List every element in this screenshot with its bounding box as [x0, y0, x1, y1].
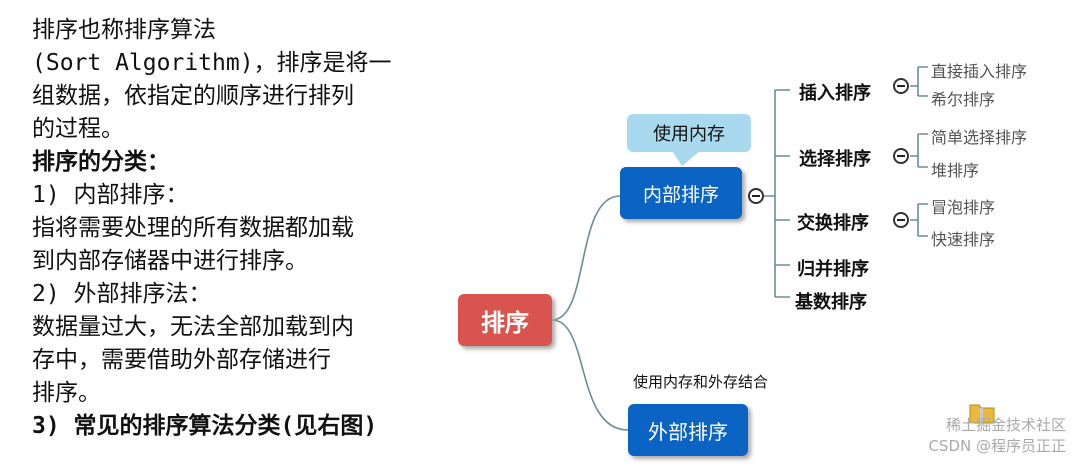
insertion-collapse-icon[interactable]: [893, 78, 909, 94]
connector-internal-categories: [758, 89, 790, 298]
internal-memory-callout: 使用内存: [627, 114, 751, 152]
external-sort-desc-1: 数据量过大，无法全部加载到内: [32, 314, 354, 340]
callout-pointer: [672, 151, 700, 166]
connector-insert-leaves: [910, 66, 928, 97]
connector-root-external: [551, 319, 629, 431]
intro-text-block: 排序也称排序算法 (Sort Algorithm)，排序是将一 组数据，依指定的…: [32, 14, 452, 443]
leaf-straight-insertion-sort[interactable]: 直接插入排序: [931, 62, 1028, 81]
watermark: 稀土掘金技术社区 CSDN @程序员正正: [928, 414, 1066, 456]
leaf-bubble-sort[interactable]: 冒泡排序: [931, 198, 996, 217]
internal-sort-desc-1: 指将需要处理的所有数据都加载: [32, 215, 354, 241]
root-node-sort[interactable]: 排序: [458, 294, 552, 346]
node-internal-sort[interactable]: 内部排序: [620, 167, 742, 219]
internal-sort-heading: 1) 内部排序：: [32, 182, 189, 208]
category-insertion-sort[interactable]: 插入排序: [799, 83, 871, 104]
connector-root-internal: [551, 195, 621, 321]
external-sort-desc-2: 存中，需要借助外部存储进行: [32, 347, 331, 373]
intro-line-2: (Sort Algorithm)，排序是将一: [32, 50, 392, 76]
internal-sort-desc-2: 到内部存储器中进行排序。: [32, 248, 308, 274]
common-algorithms-heading: 3) 常见的排序算法分类(见右图): [32, 413, 378, 439]
intro-line-3: 组数据，依指定的顺序进行排列: [32, 83, 354, 109]
external-sort-desc-3: 排序。: [32, 380, 101, 406]
selection-collapse-icon[interactable]: [893, 148, 909, 164]
intro-line-1: 排序也称排序算法: [32, 17, 216, 43]
exchange-collapse-icon[interactable]: [893, 212, 909, 228]
category-exchange-sort[interactable]: 交换排序: [797, 213, 869, 234]
category-selection-sort[interactable]: 选择排序: [799, 149, 871, 170]
connector-select-leaves: [910, 133, 928, 168]
external-sort-note: 使用内存和外存结合: [633, 373, 769, 391]
folder-icon[interactable]: [967, 397, 997, 427]
leaf-shell-sort[interactable]: 希尔排序: [931, 90, 996, 109]
watermark-line-2: CSDN @程序员正正: [928, 437, 1066, 455]
internal-collapse-icon[interactable]: [748, 188, 764, 204]
connector-swap-leaves: [910, 203, 928, 237]
leaf-quick-sort[interactable]: 快速排序: [931, 230, 996, 249]
external-sort-heading: 2) 外部排序法：: [32, 281, 212, 307]
node-external-sort[interactable]: 外部排序: [628, 404, 748, 456]
leaf-simple-selection-sort[interactable]: 简单选择排序: [931, 128, 1028, 147]
category-merge-sort[interactable]: 归并排序: [797, 259, 869, 280]
intro-line-4: 的过程。: [32, 116, 124, 142]
category-radix-sort[interactable]: 基数排序: [795, 292, 867, 313]
leaf-heap-sort[interactable]: 堆排序: [931, 161, 980, 180]
classification-heading: 排序的分类：: [32, 149, 170, 175]
watermark-line-1: 稀土掘金技术社区: [945, 416, 1066, 434]
